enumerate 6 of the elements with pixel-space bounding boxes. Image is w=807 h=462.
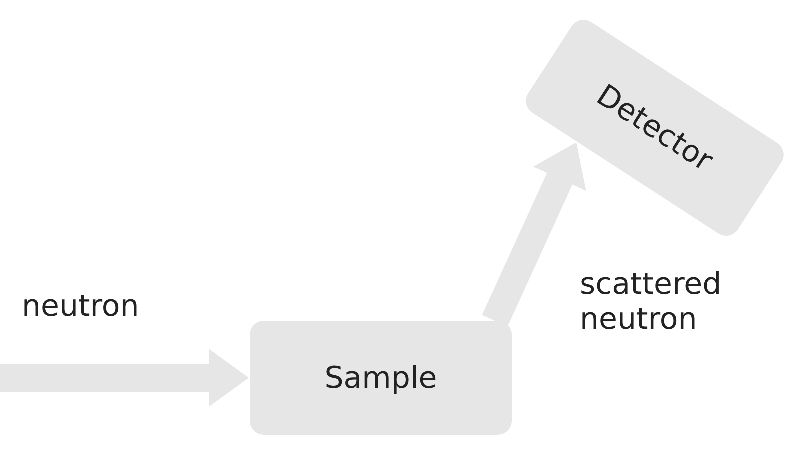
arrow (0, 349, 249, 407)
node-label: Sample (324, 360, 438, 396)
edge-label: scattered neutron (580, 268, 723, 337)
arrow (482, 142, 586, 327)
edge-label: neutron (22, 290, 140, 324)
process-box (250, 321, 512, 435)
